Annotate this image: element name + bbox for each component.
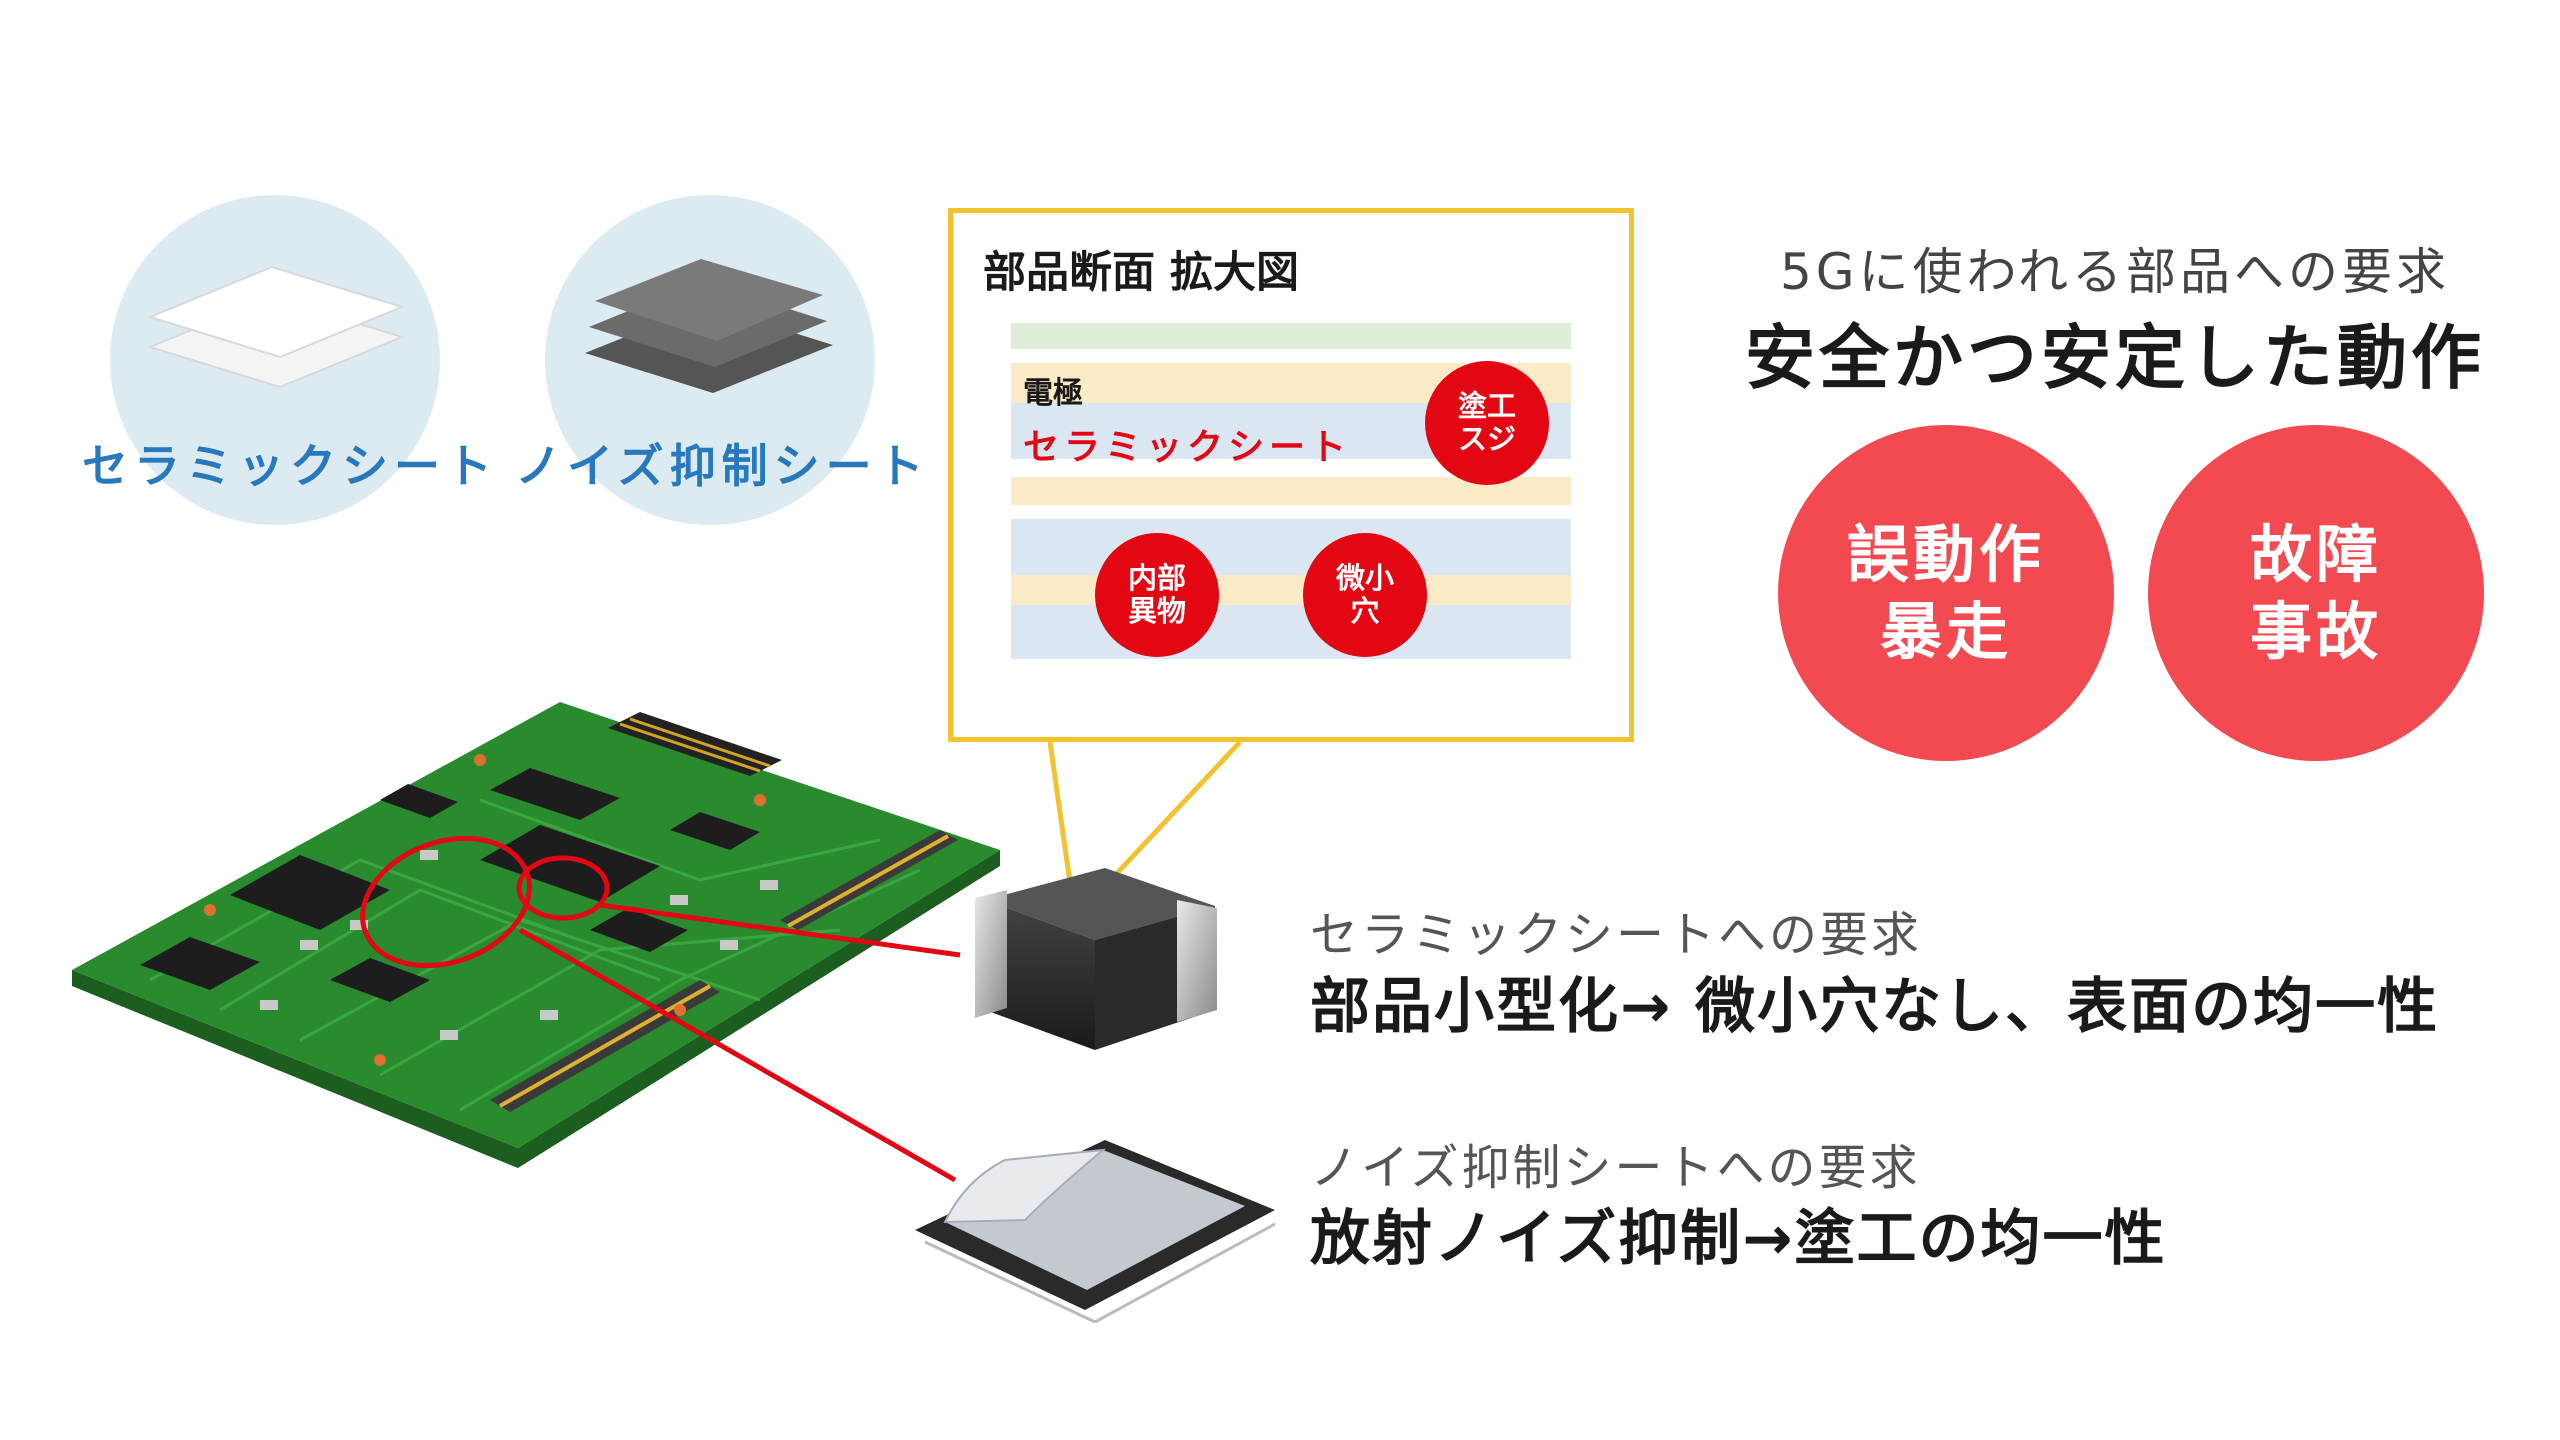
noise-sheet-icon bbox=[585, 259, 833, 393]
zoom-title: 部品断面 拡大図 bbox=[983, 248, 1299, 298]
noise-requirement-detail: 放射ノイズ抑制→塗工の均一性 bbox=[1310, 1204, 2167, 1274]
risk-malfunction-line1: 誤動作 bbox=[1846, 517, 2045, 591]
ceramic-requirement-detail: 部品小型化→ 微小穴なし、表面の均一性 bbox=[1310, 972, 2440, 1042]
risk-malfunction: 誤動作 暴走 bbox=[1778, 425, 2114, 761]
layer-ceramic-3 bbox=[1011, 605, 1571, 659]
pcb-board-illustration bbox=[72, 702, 1000, 1168]
ceramic-sheet-label: セラミックシート bbox=[82, 439, 498, 493]
risk-failure-line2: 事故 bbox=[2249, 595, 2382, 668]
requirement-subtitle: 5Gに使われる部品への要求 bbox=[1780, 243, 2451, 301]
chip-capacitor-icon bbox=[975, 868, 1217, 1050]
electrode-label: 電極 bbox=[1023, 376, 1083, 411]
ic-highlight-ring bbox=[360, 835, 532, 969]
coating-line-defect: 塗工スジ bbox=[1425, 361, 1549, 485]
requirement-title: 安全かつ安定した動作 bbox=[1745, 317, 2485, 399]
layer-ceramic-2 bbox=[1011, 519, 1571, 575]
noise-sheet-label: ノイズ抑制シート bbox=[515, 439, 930, 493]
micro-hole-defect: 微小穴 bbox=[1303, 533, 1427, 657]
ic-link-line bbox=[518, 927, 957, 1183]
noise-requirement-subtitle: ノイズ抑制シートへの要求 bbox=[1310, 1140, 1921, 1196]
ic-noise-sheet-icon bbox=[915, 1140, 1276, 1324]
ceramic-sheet-icon bbox=[147, 265, 405, 389]
ceramic-requirement-subtitle: セラミックシートへの要求 bbox=[1310, 907, 1923, 963]
layer-top bbox=[1011, 323, 1571, 349]
risk-failure-line1: 故障 bbox=[2249, 517, 2382, 591]
cross-section-zoom: 部品断面 拡大図 電極 セラミックシート 塗工スジ 内部異物 微小穴 bbox=[948, 208, 1634, 742]
capacitor-link-line bbox=[599, 902, 961, 958]
ceramic-layer-label: セラミックシート bbox=[1023, 427, 1352, 468]
risk-failure: 故障 事故 bbox=[2148, 425, 2484, 761]
risk-malfunction-line2: 暴走 bbox=[1879, 595, 2012, 668]
foreign-matter-defect: 内部異物 bbox=[1095, 533, 1219, 657]
capacitor-highlight-ring bbox=[516, 855, 610, 921]
